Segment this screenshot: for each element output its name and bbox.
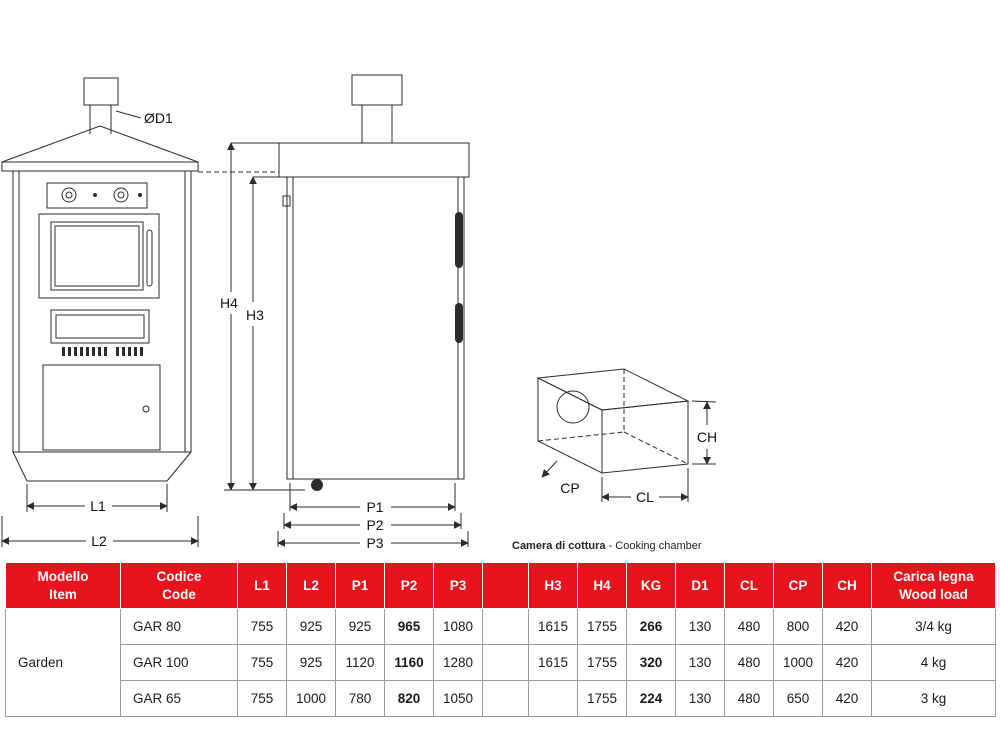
technical-drawing: ØD1: [1, 74, 717, 552]
table-cell: 1000: [286, 680, 336, 717]
dimension-label-p3: P3: [366, 535, 383, 551]
dimension-label-cl: CL: [636, 489, 654, 505]
dimension-label-h3: H3: [246, 307, 264, 323]
table-header-row: Modello Item Codice Code L1 L2 P1 P2 P3 …: [5, 562, 996, 609]
table-cell: 1755: [577, 608, 627, 645]
table-cell: 780: [335, 680, 385, 717]
table-cell: 755: [237, 608, 287, 645]
chamber-caption: Camera di cottura - Cooking chamber: [512, 540, 702, 552]
table-cell: 480: [724, 644, 774, 681]
table-cell: 480: [724, 608, 774, 645]
table-cell: 1615: [528, 644, 578, 681]
table-cell: 266: [626, 608, 676, 645]
table-cell: 925: [286, 608, 336, 645]
table-cell: 1120: [335, 644, 385, 681]
table-cell: 480: [724, 680, 774, 717]
dimension-label-ch: CH: [697, 429, 717, 445]
table-cell: 965: [384, 608, 434, 645]
header-l2: L2: [286, 562, 336, 609]
header-codice: Codice Code: [120, 562, 238, 609]
table-cell: 1080: [433, 608, 483, 645]
dimension-label-l1: L1: [90, 498, 106, 514]
table-cell: 1755: [577, 644, 627, 681]
cell-model-name: Garden: [5, 608, 121, 717]
header-ch: CH: [822, 562, 872, 609]
cell-code: GAR 100: [120, 644, 238, 681]
table-cell: 820: [384, 680, 434, 717]
dimension-label-cp: CP: [560, 480, 579, 496]
flue-hole: [556, 390, 590, 424]
dimension-label-p2: P2: [366, 517, 383, 533]
table-cell: 320: [626, 644, 676, 681]
table-cell: 420: [822, 644, 872, 681]
table-cell: 420: [822, 608, 872, 645]
table-cell: 1755: [577, 680, 627, 717]
table-cell: 1280: [433, 644, 483, 681]
front-view-drawing: ØD1: [1, 77, 199, 549]
table-cell: 130: [675, 680, 725, 717]
header-kg: KG: [626, 562, 676, 609]
table-cell: 925: [335, 608, 385, 645]
table-cell: 130: [675, 644, 725, 681]
dimension-label-p1: P1: [366, 499, 383, 515]
table-row: GAR 65 755 1000 780 820 1050 1755 224 13…: [6, 680, 996, 717]
header-d1: D1: [675, 562, 725, 609]
table-row: Garden GAR 80 755 925 925 965 1080 1615 …: [5, 608, 996, 717]
table-cell: 1615: [528, 608, 578, 645]
table-cell: 650: [773, 680, 823, 717]
header-cl: CL: [724, 562, 774, 609]
header-modello: Modello Item: [5, 562, 121, 609]
table-cell-spacer: [482, 680, 529, 717]
header-cp: CP: [773, 562, 823, 609]
table-cell: 420: [822, 680, 872, 717]
dimension-label-d1: ØD1: [144, 110, 173, 126]
table-cell-spacer: [482, 644, 529, 681]
table-cell: 224: [626, 680, 676, 717]
table-cell: 4 kg: [871, 644, 996, 681]
header-h3: H3: [528, 562, 578, 609]
header-load: Carica legna Wood load: [871, 562, 996, 609]
cell-code: GAR 80: [120, 608, 238, 645]
cooking-chamber-drawing: CH CL CP Camera di cottura - Cooking cha…: [512, 368, 717, 552]
table-cell: 3 kg: [871, 680, 996, 717]
header-p3: P3: [433, 562, 483, 609]
header-p1: P1: [335, 562, 385, 609]
table-cell-spacer: [482, 608, 529, 645]
dimension-label-l2: L2: [91, 533, 107, 549]
table-cell: 800: [773, 608, 823, 645]
table-row: GAR 100 755 925 1120 1160 1280 1615 1755…: [6, 644, 996, 681]
cell-code: GAR 65: [120, 680, 238, 717]
header-h4: H4: [577, 562, 627, 609]
table-cell: 755: [237, 644, 287, 681]
table-cell: 925: [286, 644, 336, 681]
table-cell: 1160: [384, 644, 434, 681]
side-view-drawing: H4 H3 P1 P2 P3: [198, 74, 470, 551]
dimension-label-h4: H4: [220, 295, 238, 311]
table-cell: 1000: [773, 644, 823, 681]
header-spacer: [482, 562, 529, 609]
table-cell: 130: [675, 608, 725, 645]
header-p2: P2: [384, 562, 434, 609]
table-cell: 1050: [433, 680, 483, 717]
spec-table: Modello Item Codice Code L1 L2 P1 P2 P3 …: [5, 562, 996, 717]
header-l1: L1: [237, 562, 287, 609]
table-cell: [528, 680, 578, 717]
table-cell: 3/4 kg: [871, 608, 996, 645]
table-cell: 755: [237, 680, 287, 717]
